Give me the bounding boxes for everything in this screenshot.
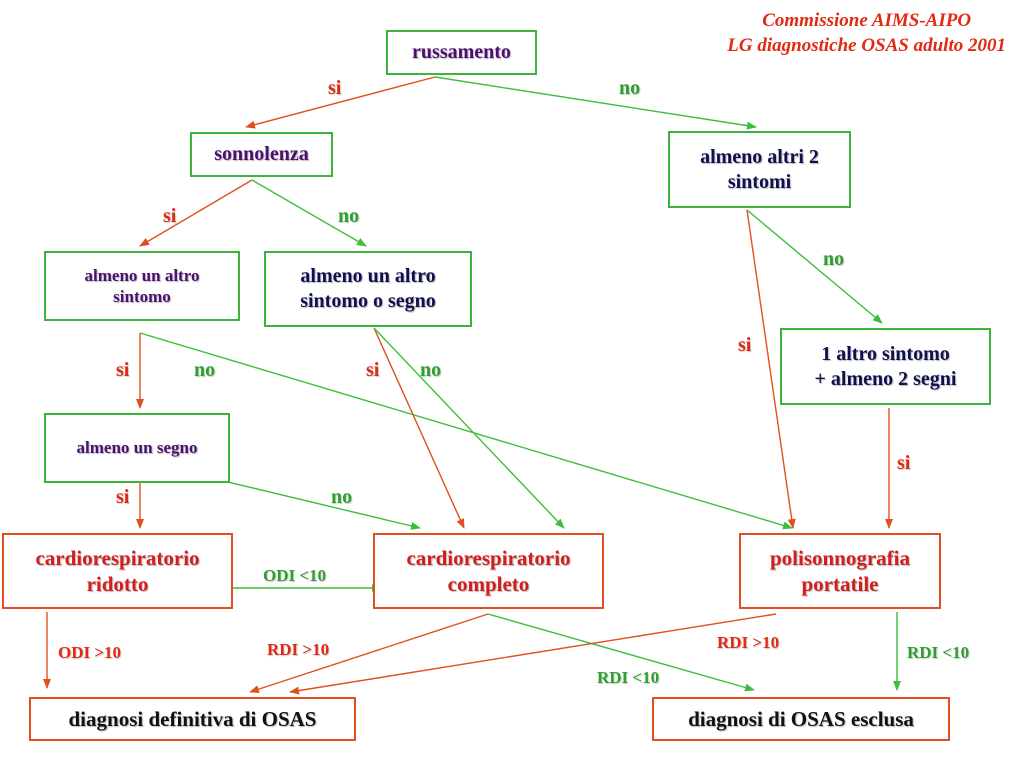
label-si-segno: si [116,486,130,508]
label-rdi-gt-10-completo: RDI >10 [267,640,330,659]
label-si-sonnolenza: si [163,205,177,227]
label-odi-gt-10: ODI >10 [58,643,122,662]
label-rdi-lt-10-completo: RDI <10 [597,668,660,687]
node-segni-line1: 1 altro sintomo [821,342,950,365]
label-si-altro-sintomo: si [116,359,130,381]
node-altro-sintomo-line2: sintomo [113,287,171,306]
node-poli-line1: polisonnografia [769,545,911,570]
arrow-completo-rdi-gt [249,613,489,693]
title-line-1: Commissione AIMS-AIPO [762,10,972,31]
node-polisonnografia-portatile: polisonnografia portatile [739,533,941,609]
node-completo-line1: cardiorespiratorio [406,545,571,570]
node-ridotto-line2: ridotto [86,572,149,596]
label-si-sintomo-segno: si [366,359,380,381]
node-russamento: russamento [386,30,537,75]
arrow-completo-rdi-lt [487,613,755,692]
label-no-altri2: no [823,248,845,270]
label-si-segni: si [897,452,911,474]
label-si-altri2: si [738,334,752,356]
arrow-russamento-si [245,76,436,129]
arrow-altri2-si [746,209,796,529]
arrow-russamento-no [434,76,757,130]
arrow-altro-sintomo-no [139,332,793,530]
arrow-altri2-no [746,209,883,324]
label-odi-lt-10: ODI <10 [263,566,327,585]
title-line-2: LG diagnostiche OSAS adulto 2001 [727,34,1006,56]
node-segni-line2: + almeno 2 segni [814,367,957,390]
label-rdi-gt-10-poli: RDI >10 [717,633,780,652]
arrow-sintomo-segno-si [373,327,465,529]
node-diagnosi-esclusa: diagnosi di OSAS esclusa [652,697,950,741]
label-no-sintomo-segno: no [420,359,442,381]
node-almeno-un-altro-sintomo-o-segno: almeno un altro sintomo o segno [264,251,472,327]
arrow-sintomo-segno-no [373,327,565,529]
arrow-sonnolenza-no [251,179,367,247]
arrow-sonnolenza-si [139,179,253,247]
node-sonnolenza: sonnolenza [190,132,333,177]
label-no-sonnolenza: no [338,205,360,227]
node-completo-line2: completo [447,572,530,596]
label-si-russamento: si [328,77,342,99]
node-diagnosi-esclusa-label: diagnosi di OSAS esclusa [688,706,914,731]
label-rdi-lt-10-poli: RDI <10 [907,643,970,662]
label-no-segno: no [331,486,353,508]
node-cardiorespiratorio-completo: cardiorespiratorio completo [373,533,604,609]
node-almeno-un-altro-sintomo: almeno un altro sintomo [44,251,240,321]
node-almeno-un-segno-label: almeno un segno [76,438,198,458]
node-almeno-un-segno: almeno un segno [44,413,230,483]
node-ridotto-line1: cardiorespiratorio [35,545,200,570]
label-no-altro-sintomo: no [194,359,216,381]
node-diagnosi-definitiva: diagnosi definitiva di OSAS [29,697,356,741]
node-russamento-label: russamento [412,41,511,63]
node-sonnolenza-label: sonnolenza [214,143,309,165]
node-almeno-altri-2-sintomi-line2: sintomi [727,170,792,193]
node-sintomo-segno-line2: sintomo o segno [300,290,436,312]
node-poli-line2: portatile [801,572,879,596]
label-no-russamento: no [619,77,641,99]
node-altro-sintomo-line1: almeno un altro [84,265,200,285]
node-sintomo-segno-line1: almeno un altro [300,265,436,287]
node-altro-sintomo-2-segni: 1 altro sintomo + almeno 2 segni [780,328,991,405]
commission-title: Commissione AIMS-AIPO LG diagnostiche OS… [727,9,1006,58]
node-diagnosi-definitiva-label: diagnosi definitiva di OSAS [68,706,317,731]
node-cardiorespiratorio-ridotto: cardiorespiratorio ridotto [2,533,233,609]
node-almeno-altri-2-sintomi-line1: almeno altri 2 [700,145,819,168]
node-almeno-altri-2-sintomi: almeno altri 2 sintomi [668,131,851,208]
arrow-poli-rdi-gt [289,613,777,695]
